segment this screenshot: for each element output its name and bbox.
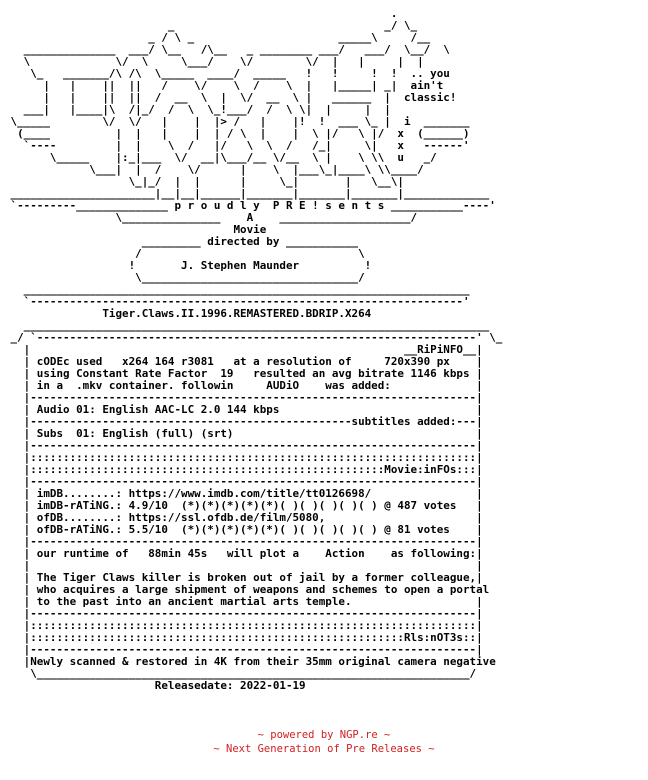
nfo-line: | The Tiger Claws killer is broken out o… (4, 571, 483, 584)
nfo-line: `---------------------------------------… (4, 295, 470, 308)
nfo-line: \_______________________________________… (4, 667, 477, 680)
nfo-line: ! J. Stephen Maunder ! (4, 259, 372, 272)
nfo-line: `---- | | \ / |/ \ \ / /_| \| x ------' (4, 139, 470, 152)
nfo-line: ______________________|__|__|______|____… (4, 187, 490, 200)
nfo-text-block: . _ _/ \_ _ / \ _ _____\ /__ ___________… (4, 8, 644, 692)
nfo-line: | in a .mkv container. followin AUDiO wa… (4, 379, 483, 392)
nfo-line: |:::::::::::::::::::::::::::::::::::::::… (4, 619, 483, 632)
nfo-line: | cODEc used x264 164 r3081 at a resolut… (4, 355, 483, 368)
nfo-line: | to the past into an ancient martial ar… (4, 595, 483, 608)
nfo-line: |---------------------------------------… (4, 391, 483, 404)
nfo-line: Tiger.Claws.II.1996.REMASTERED.BDRIP.X26… (4, 307, 372, 320)
footer-powered-by: ~ powered by NGP.re ~ (257, 729, 391, 741)
nfo-line: | Subs 01: English (full) (srt) | (4, 427, 483, 440)
nfo-line: \_|_/ | | | \_| | \__\| (4, 175, 418, 188)
footer: ~ powered by NGP.re ~ ~ Next Generation … (0, 728, 648, 756)
nfo-line: ___| |____|\ /|_/ / \ \_!___/ / \ \| | |… (4, 103, 418, 116)
nfo-line: \_______________ A ____________________/ (4, 211, 418, 224)
nfo-line: / \ (4, 247, 365, 260)
nfo-line: _/ `------------------------------------… (4, 331, 503, 344)
nfo-line: Releasedate: 2022-01-19 (4, 679, 306, 692)
nfo-line: `---------______________ p r o u d l y P… (4, 199, 496, 212)
nfo-line: (____ | | | | | / \ | | \ |/ \ |/ x (___… (4, 127, 470, 140)
nfo-line: | | || || / __ \ | \/ __ \ | ______ | cl… (4, 91, 457, 104)
nfo-line: Movie (4, 223, 267, 236)
nfo-line: |---------------------------------------… (4, 475, 483, 488)
nfo-line: | | || || / \/ \ / \ | |_____| _| ain't (4, 79, 444, 92)
nfo-line: |:::::::::::::::::::::::::::::::::::::::… (4, 463, 483, 476)
nfo-line: \_____ |:_|___ \/ __|\___/__ \/__ \ | \ … (4, 151, 437, 164)
nfo-line: |Newly scanned & restored in 4K from the… (4, 655, 496, 668)
nfo-line: |---------------------------------------… (4, 643, 483, 656)
nfo-line: |---------------------------------------… (4, 535, 483, 548)
footer-tagline: ~ Next Generation of Pre Releases ~ (213, 743, 435, 755)
nfo-line: | ofDB........: https://ssl.ofdb.de/film… (4, 511, 483, 524)
nfo-line: |:::::::::::::::::::::::::::::::::::::::… (4, 631, 483, 644)
nfo-line: ________________________________________… (4, 283, 470, 296)
nfo-line: | imDB........: https://www.imdb.com/tit… (4, 487, 483, 500)
nfo-line: \_________________________________/ (4, 271, 365, 284)
nfo-line: ______________ ___/ \__ /\__ _ ________ … (4, 43, 463, 56)
nfo-line: _ _/ \_ (4, 19, 437, 32)
nfo-line: |---------------------------------------… (4, 607, 483, 620)
nfo-line: \_____ \/ \/ | | |> / | |! ! ___ \_ | i … (4, 115, 470, 128)
nfo-line: |---------------------------------------… (4, 415, 483, 428)
nfo-line: . (4, 8, 418, 20)
nfo-line: | Audio 01: English AAC-LC 2.0 144 kbps … (4, 403, 483, 416)
nfo-line: | ofDB-rATiNG.: 5.5/10 (*)(*)(*)(*)(*)( … (4, 523, 483, 536)
nfo-line: | | (4, 559, 483, 572)
nfo-line: | using Constant Rate Factor 19 resulted… (4, 367, 483, 380)
nfo-line: _ / \ _ _____\ /__ (4, 31, 444, 44)
nfo-line: | __RiPiNFO__| (4, 343, 483, 356)
nfo-line: | who acquires a large shipment of weapo… (4, 583, 490, 596)
nfo-line: |---------------------------------------… (4, 439, 483, 452)
nfo-line: _________ directed by ___________ (4, 235, 359, 248)
nfo-line: | imDB-rATiNG.: 4.9/10 (*)(*)(*)(*)(*)( … (4, 499, 483, 512)
nfo-line: |:::::::::::::::::::::::::::::::::::::::… (4, 451, 483, 464)
nfo-line: | our runtime of 88min 45s will plot a A… (4, 547, 483, 560)
nfo-line: ________________________________________… (4, 319, 490, 332)
nfo-line: \___| | / \/ | \ |___\_|____\ \\____/ (4, 163, 424, 176)
nfo-line: \ \/ \ \___/ \/ \/ | | | | (4, 55, 450, 68)
nfo-line: \_ _______/\ /\ \_____ ____/ _____ ! ! !… (4, 67, 450, 80)
